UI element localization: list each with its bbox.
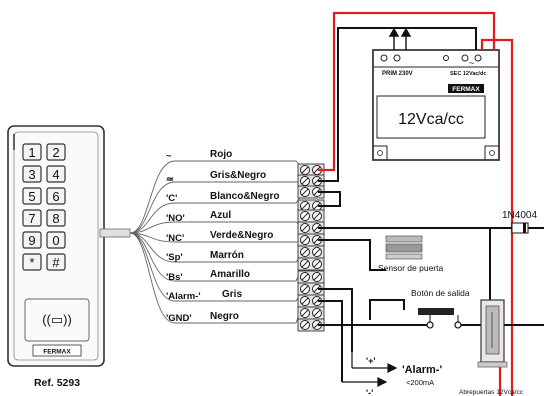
wire-name: Amarillo: [210, 269, 250, 280]
keypad-key-label: 7: [28, 211, 35, 226]
exit-button: [418, 308, 462, 329]
keypad-key: 5: [22, 187, 42, 205]
wire-line: [129, 232, 305, 324]
wire-name: Gris&Negro: [210, 170, 266, 181]
wire-symbol: 'NO': [166, 213, 185, 224]
keypad-key: 9: [22, 231, 42, 249]
wire-symbol: ~: [166, 151, 172, 162]
terminal-screw: [297, 245, 325, 259]
keypad-key: 1: [22, 143, 42, 161]
reader-symbol: ((▭)): [42, 312, 72, 327]
keypad-key: 4: [46, 165, 66, 183]
terminal-screw: [297, 221, 325, 235]
alarm-current: <200mA: [406, 378, 434, 387]
keypad-device: 1 2 3 4 5 6 7 8 9 0 * # ((▭)) FERMAX: [7, 125, 105, 367]
diode-label: 1N4004: [502, 210, 537, 221]
door-opener-label: Abrepuertas 12Vca/cc: [459, 389, 524, 396]
keypad-key: #: [46, 253, 66, 271]
wire-line: [129, 191, 305, 234]
keypad-key-label: 5: [28, 189, 35, 204]
terminal-screw: [297, 185, 325, 199]
wire-line: [129, 232, 305, 302]
keypad-keys: 1 2 3 4 5 6 7 8 9 0 * #: [22, 143, 66, 271]
keypad-key-label: 1: [28, 145, 35, 160]
door-opener: [477, 299, 508, 368]
keypad-key: 2: [46, 143, 66, 161]
keypad-key-label: 6: [52, 189, 59, 204]
wire-line: [129, 232, 305, 282]
alarm-label: 'Alarm-': [402, 364, 442, 376]
wire-symbol: 'NC': [166, 233, 184, 244]
keypad-brand: FERMAX: [43, 349, 71, 356]
keypad-key-label: 2: [52, 145, 59, 160]
wire-name: Rojo: [210, 149, 232, 160]
keypad-ref: Ref. 5293: [34, 377, 80, 389]
psu-brand: FERMAX: [452, 86, 480, 93]
keypad-key: 0: [46, 231, 66, 249]
terminal-screw: [297, 306, 325, 320]
wire-name: Azul: [210, 210, 231, 221]
wire-line: [129, 232, 305, 243]
keypad-key: 7: [22, 209, 42, 227]
wire-symbol: 'C': [166, 193, 177, 204]
wire-line: [129, 180, 305, 234]
mains-input-arrows: [388, 27, 412, 50]
wire-line: [129, 232, 305, 263]
keypad-key-label: *: [29, 255, 34, 270]
cable-sleeve: [99, 228, 131, 238]
wire-harness: [129, 160, 305, 324]
alarm-minus: '-': [366, 388, 373, 396]
keypad-key: *: [22, 253, 42, 271]
terminal-screw: [297, 209, 325, 223]
psu-voltage: 12Vca/cc: [398, 111, 464, 128]
keypad-key-label: 0: [52, 233, 59, 248]
psu-sec-label: SEC 12Vac/dc: [450, 71, 486, 77]
wire-name: Marrón: [210, 250, 244, 261]
keypad-key-label: 3: [28, 167, 35, 182]
wire-line: [129, 221, 305, 234]
wire-line: [129, 160, 305, 234]
wire-name: Gris: [222, 289, 242, 300]
terminal-block: [297, 163, 325, 332]
terminal-screw: [297, 270, 325, 284]
wire-name: Blanco&Negro: [210, 191, 279, 202]
exit-button-label: Botón de salida: [411, 288, 470, 298]
keypad-key-label: #: [52, 255, 60, 270]
wire-symbol: 'GND': [166, 313, 192, 324]
wire-symbol: 'Alarm-': [166, 291, 201, 302]
wire-name: Verde&Negro: [210, 230, 273, 241]
door-sensor: [385, 235, 423, 260]
psu-prim-label: PRIM 230V: [382, 71, 413, 77]
wire-name: Negro: [210, 311, 239, 322]
keypad-key-label: 8: [52, 211, 59, 226]
keypad-key: 3: [22, 165, 42, 183]
wire-labels: ~ Rojo ≃ Gris&Negro 'C' Blanco&Negro 'NO' Azul '…: [166, 149, 279, 324]
keypad-key: 6: [46, 187, 66, 205]
door-sensor-label: Sensor de puerta: [378, 263, 443, 273]
wire-symbol: ≃: [166, 174, 174, 185]
keypad-key: 8: [46, 209, 66, 227]
terminal-screw: [297, 199, 325, 213]
alarm-plus: '+': [366, 356, 376, 366]
diode-1n4004: [511, 222, 529, 234]
terminal-screw: [297, 257, 325, 271]
wire-symbol: 'Bs': [166, 272, 183, 283]
keypad-key-label: 9: [28, 233, 35, 248]
terminal-screw: [297, 282, 325, 296]
ac-symbol: ~: [469, 58, 474, 68]
keypad-key-label: 4: [52, 167, 59, 182]
alarm-output: [342, 352, 398, 387]
terminal-screw: [297, 174, 325, 188]
power-supply: PRIM 230V SEC 12Vac/dc FERMAX 12Vca/cc: [372, 49, 500, 161]
wire-symbol: 'Sp': [166, 252, 183, 263]
